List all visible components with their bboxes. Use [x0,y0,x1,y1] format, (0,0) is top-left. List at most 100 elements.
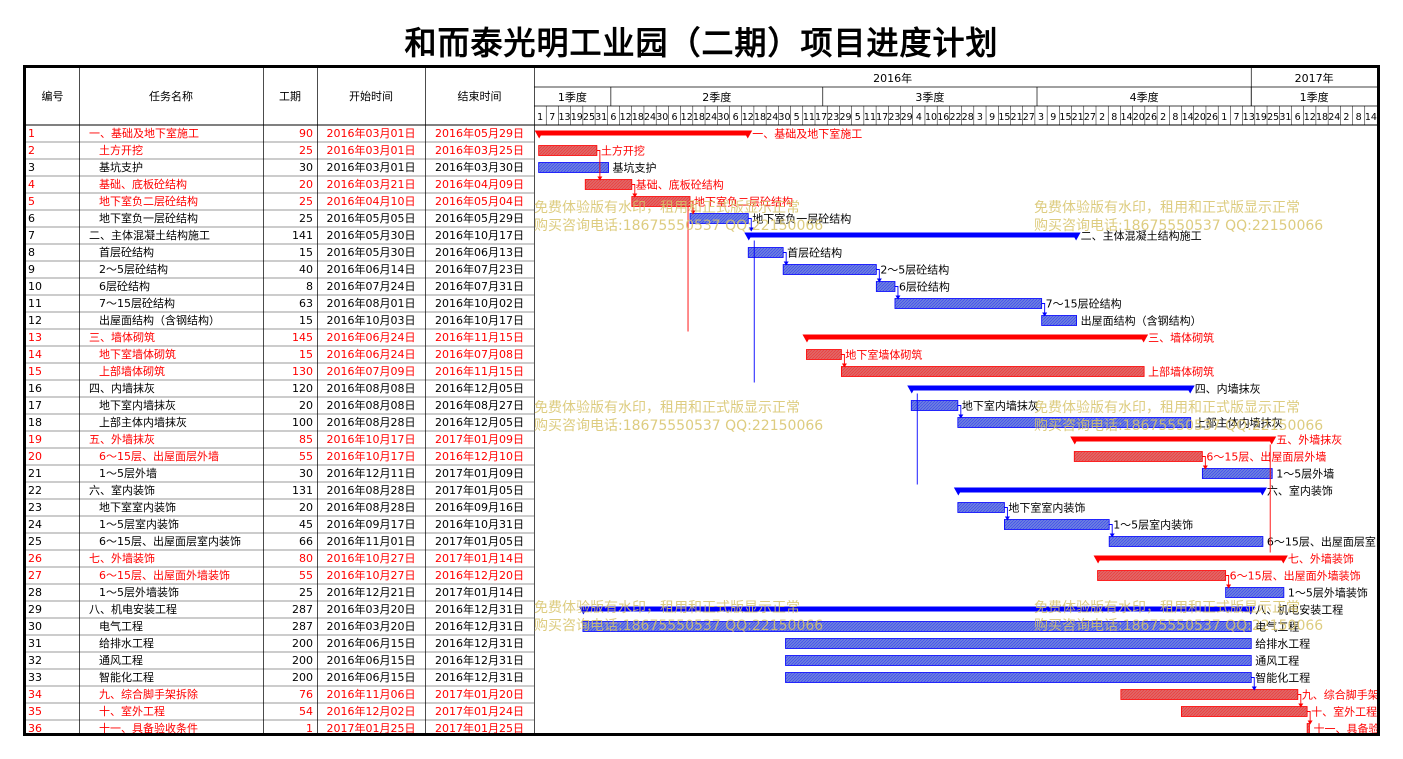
task-bar[interactable] [582,621,1252,632]
task-name[interactable]: 1～5层室内装饰 [99,518,179,531]
task-duration[interactable]: 80 [299,552,313,565]
task-end[interactable]: 2016年12月05日 [435,382,524,395]
task-duration[interactable]: 1 [306,722,313,735]
task-duration[interactable]: 76 [299,688,313,701]
task-end[interactable]: 2016年12月31日 [435,671,524,684]
summary-bar[interactable] [911,385,1191,391]
task-id[interactable]: 15 [28,365,42,378]
task-duration[interactable]: 55 [299,569,313,582]
task-id[interactable]: 12 [28,314,42,327]
task-id[interactable]: 22 [28,484,42,497]
task-name[interactable]: 基坑支护 [99,161,143,174]
task-end[interactable]: 2016年06月13日 [435,246,524,259]
summary-bar[interactable] [1097,555,1284,561]
summary-bar[interactable] [582,606,1252,612]
task-end[interactable]: 2017年01月14日 [435,586,524,599]
task-name[interactable]: 上部墙体砌筑 [99,365,165,378]
task-id[interactable]: 32 [28,654,42,667]
task-id[interactable]: 2 [28,144,35,157]
task-bar[interactable] [806,349,842,360]
task-end[interactable]: 2016年12月10日 [435,450,524,463]
task-start[interactable]: 2016年08月01日 [326,297,416,310]
task-bar[interactable] [840,366,1145,377]
task-start[interactable]: 2016年08月28日 [326,501,416,514]
task-name[interactable]: 六、室内装饰 [89,484,155,497]
task-end[interactable]: 2017年01月14日 [435,552,524,565]
task-name[interactable]: 二、主体混凝土结构施工 [89,229,210,242]
task-start[interactable]: 2016年11月01日 [326,535,416,548]
task-duration[interactable]: 63 [299,297,313,310]
task-id[interactable]: 19 [28,433,42,446]
task-id[interactable]: 6 [28,212,35,225]
task-bar[interactable] [1306,723,1310,734]
task-end[interactable]: 2016年12月31日 [435,603,524,616]
task-duration[interactable]: 15 [299,348,313,361]
task-id[interactable]: 24 [28,518,42,531]
task-name[interactable]: 五、外墙抹灰 [89,433,155,446]
task-name[interactable]: 电气工程 [99,620,143,633]
task-id[interactable]: 1 [28,127,35,140]
task-name[interactable]: 6～15层、出屋面层室内装饰 [99,535,241,548]
task-start[interactable]: 2016年12月02日 [326,705,416,718]
task-duration[interactable]: 55 [299,450,313,463]
task-start[interactable]: 2016年03月20日 [326,620,416,633]
task-id[interactable]: 31 [28,637,42,650]
task-name[interactable]: 土方开挖 [99,144,143,157]
task-bar[interactable] [689,213,749,224]
task-id[interactable]: 7 [28,229,35,242]
task-name[interactable]: 首层砼结构 [99,246,154,259]
task-end[interactable]: 2016年12月31日 [435,620,524,633]
summary-bar[interactable] [748,232,1077,238]
task-name[interactable]: 地下室墙体砌筑 [99,348,176,361]
task-name[interactable]: 出屋面结构（含钢结构） [99,314,220,327]
task-id[interactable]: 16 [28,382,42,395]
task-name[interactable]: 一、基础及地下室施工 [89,127,199,140]
task-duration[interactable]: 200 [292,671,313,684]
task-id[interactable]: 11 [28,297,42,310]
task-end[interactable]: 2016年11月15日 [435,365,524,378]
task-duration[interactable]: 200 [292,654,313,667]
task-end[interactable]: 2016年10月31日 [435,518,524,531]
task-name[interactable]: 七、外墙装饰 [89,552,155,565]
task-end[interactable]: 2016年10月17日 [435,314,524,327]
task-bar[interactable] [1180,706,1308,717]
task-start[interactable]: 2016年12月21日 [326,586,416,599]
task-bar[interactable] [957,502,1005,513]
task-duration[interactable]: 287 [292,620,313,633]
task-start[interactable]: 2016年05月30日 [326,246,416,259]
task-id[interactable]: 4 [28,178,35,191]
task-bar[interactable] [584,179,633,190]
task-id[interactable]: 34 [28,688,42,701]
task-start[interactable]: 2016年03月01日 [326,161,416,174]
task-start[interactable]: 2016年07月24日 [326,280,416,293]
task-duration[interactable]: 20 [299,178,313,191]
task-start[interactable]: 2016年06月24日 [326,331,416,344]
task-id[interactable]: 30 [28,620,42,633]
task-name[interactable]: 地下室负二层砼结构 [99,195,198,208]
task-name[interactable]: 三、墙体砌筑 [89,331,155,344]
task-duration[interactable]: 200 [292,637,313,650]
task-start[interactable]: 2016年06月24日 [326,348,416,361]
task-id[interactable]: 33 [28,671,42,684]
task-bar[interactable] [1041,315,1077,326]
task-start[interactable]: 2016年10月27日 [326,569,416,582]
task-start[interactable]: 2016年10月17日 [326,433,416,446]
summary-bar[interactable] [538,130,749,136]
task-end[interactable]: 2016年04月09日 [435,178,524,191]
task-id[interactable]: 9 [28,263,35,276]
task-name[interactable]: 十、室外工程 [99,705,165,718]
task-start[interactable]: 2016年12月11日 [326,467,416,480]
task-bar[interactable] [1225,587,1285,598]
task-end[interactable]: 2017年01月25日 [435,722,524,735]
summary-bar[interactable] [1074,436,1273,442]
task-duration[interactable]: 40 [299,263,313,276]
task-start[interactable]: 2016年08月28日 [326,484,416,497]
task-bar[interactable] [1097,570,1227,581]
task-duration[interactable]: 45 [299,518,313,531]
task-name[interactable]: 基础、底板砼结构 [99,178,187,191]
task-name[interactable]: 6层砼结构 [99,280,150,293]
task-name[interactable]: 1～5层外墙装饰 [99,586,179,599]
task-end[interactable]: 2016年05月29日 [435,127,524,140]
task-duration[interactable]: 30 [299,161,313,174]
task-end[interactable]: 2016年07月31日 [435,280,524,293]
